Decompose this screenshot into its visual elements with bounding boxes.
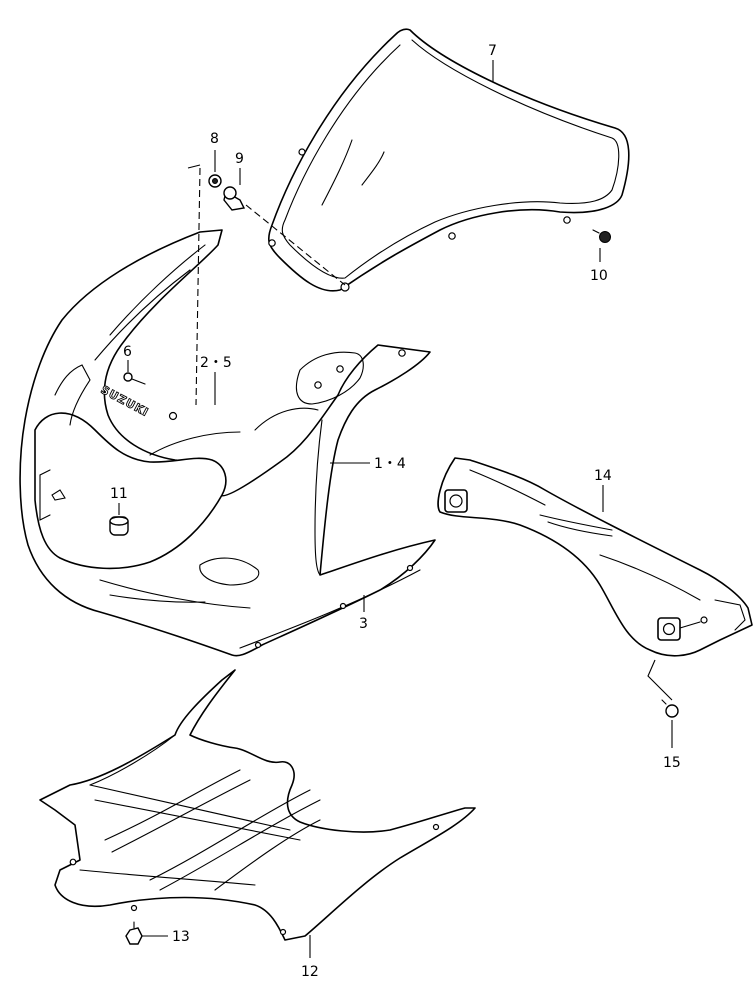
callout-1-4: 1・4 [374,456,406,472]
callout-9: 9 [235,151,244,167]
callouts: 7 8 9 6 2・5 1・4 3 10 11 14 15 13 12 [110,43,681,980]
callout-2-5: 2・5 [200,355,232,371]
callout-6: 7 [488,43,497,59]
leader-lines [118,60,673,958]
callout-14: 14 [594,468,612,484]
front-cowling: SUZUKI [19,229,436,657]
callout-7: 6 [123,344,132,360]
callout-12: 12 [301,964,319,980]
callout-3: 3 [359,616,368,632]
callout-13: 13 [172,929,190,945]
screw-15 [661,699,679,718]
fastener-13 [125,921,143,945]
inner-panel [437,457,753,657]
windscreen [267,28,630,292]
screw-7 [123,372,146,385]
callout-11: 11 [110,486,128,502]
lower-cowling [39,669,476,941]
screw-10 [592,229,611,243]
nut-8 [208,174,222,188]
callout-10: 10 [590,268,608,284]
callout-15: 15 [663,755,681,771]
callout-8: 8 [210,131,219,147]
grommet-11 [109,516,129,536]
spacer-9 [223,186,246,211]
